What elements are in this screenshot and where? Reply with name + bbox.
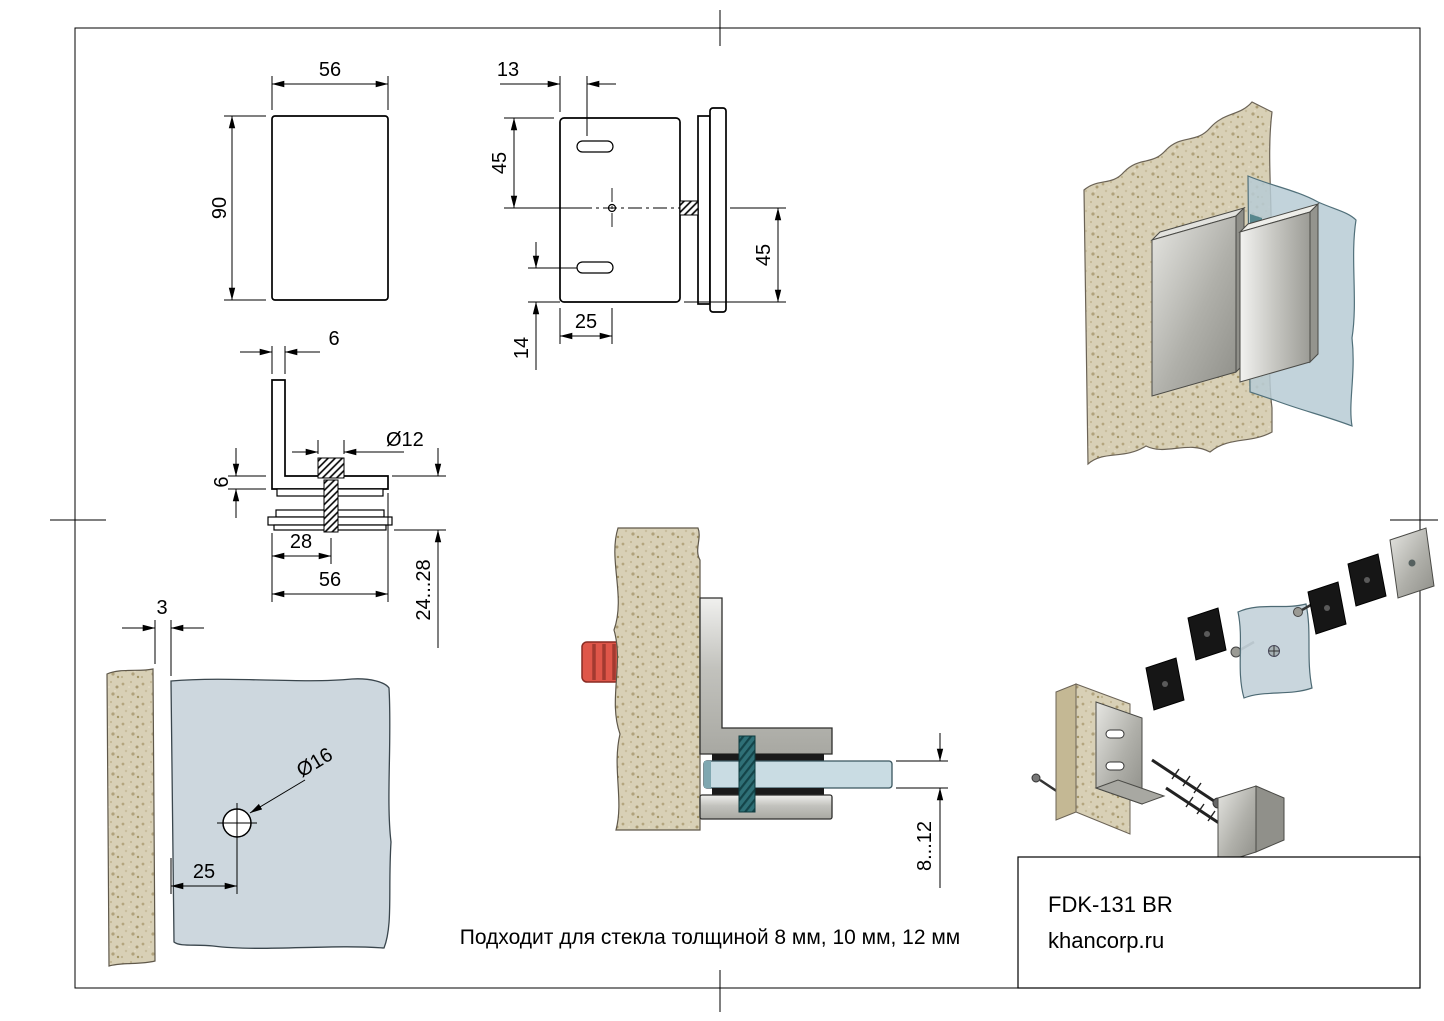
- side-view: 13 45 45 25 14: [489, 59, 786, 370]
- dim-wall-gap: 3: [122, 597, 204, 676]
- clamp-screw-section: [738, 735, 756, 813]
- assembly-section-view: 8...12: [581, 527, 948, 888]
- plate-outline: [271, 115, 389, 301]
- dim-top-to-center: 45: [489, 117, 578, 209]
- drawing-frame: [50, 10, 1438, 1012]
- dim-label-slot-offset: 13: [497, 59, 519, 81]
- l-bracket-outline: [271, 379, 389, 490]
- dim-label-hole-offset: 25: [575, 311, 597, 333]
- end-clamp-plate-hole: [1408, 559, 1416, 567]
- model-number: FDK-131 BR: [1048, 892, 1173, 917]
- gasket-pad-1-hole: [1162, 681, 1168, 687]
- dim-front-width: 56: [271, 59, 389, 110]
- glass-gap-bar: [697, 115, 711, 305]
- iso-frontplate: [1239, 211, 1311, 383]
- glass-center-screw: [1268, 645, 1280, 657]
- anchor-ribs: [592, 644, 636, 680]
- exploded-slot-top: [1105, 729, 1125, 739]
- dim-label-glass-thickness: 8...12: [914, 821, 936, 871]
- dim-label-slot-to-edge: 14: [511, 337, 533, 359]
- dim-slot-to-edge: 14: [511, 242, 577, 370]
- dim-label-screw-offset: 28: [290, 531, 312, 553]
- glass-panel: [170, 678, 392, 949]
- dim-hole-offset: 25: [559, 308, 613, 344]
- dim-label-clamp-range: 24...28: [413, 559, 435, 620]
- mounting-slot-bottom: [576, 261, 614, 274]
- dim-label-center-to-bottom: 45: [753, 244, 775, 266]
- front-plate-view: 56 90: [209, 59, 389, 301]
- dim-slot-offset: 13: [497, 59, 616, 136]
- dim-label-leg-thickness: 6: [328, 328, 339, 350]
- dim-label-front-height: 90: [209, 197, 231, 219]
- iso-backplate: [1151, 215, 1237, 397]
- exploded-wall-screw: [1031, 773, 1059, 794]
- glass-section: [703, 760, 893, 789]
- dim-glass-thickness: 8...12: [896, 733, 948, 888]
- clamp-screw-shank: [323, 479, 339, 533]
- clamp-plate-outline: [709, 107, 727, 313]
- wall-block-side: [1055, 683, 1077, 821]
- gasket-pad-3-hole: [1324, 605, 1330, 611]
- dim-label-wall-gap: 3: [156, 597, 167, 619]
- iso-view: [1083, 101, 1357, 466]
- gasket-top: [712, 754, 824, 761]
- title-block: FDK-131 BR khancorp.ru: [1017, 856, 1421, 989]
- dim-base-thickness: 6: [211, 448, 266, 518]
- glass-edge: [704, 761, 711, 788]
- exploded-view: [1031, 527, 1435, 865]
- dim-screw-offset: 28: [271, 531, 332, 564]
- exploded-bracket-arm: [1094, 779, 1166, 805]
- l-profile-view: 6 6 Ø12 28 56 24...28: [211, 328, 446, 648]
- clamp-plate-bottom: [699, 794, 833, 820]
- iso-frontplate-side: [1309, 202, 1319, 364]
- dim-label-front-width: 56: [319, 59, 341, 81]
- dim-hole-edge-offset: 25: [170, 843, 238, 894]
- dim-screw-diameter: Ø12: [292, 429, 424, 456]
- gasket-pad-2-hole: [1204, 631, 1210, 637]
- dim-label-screw-diameter: Ø12: [386, 429, 424, 451]
- glass-thickness-note: Подходит для стекла толщиной 8 мм, 10 мм…: [460, 926, 961, 949]
- mounting-slot-top: [576, 140, 614, 153]
- bracket-body: [699, 597, 833, 755]
- dim-base-width: 56: [271, 493, 389, 602]
- side-screw: [679, 200, 699, 216]
- dim-clamp-range: 24...28: [392, 448, 446, 648]
- wall-section: [613, 527, 701, 831]
- loose-angle-bracket: [1217, 785, 1285, 865]
- dim-label-hole-edge-offset: 25: [193, 861, 215, 883]
- gasket-bottom: [712, 788, 824, 795]
- dim-leg-thickness: 6: [240, 328, 340, 374]
- dim-label-top-to-center: 45: [489, 152, 511, 174]
- wall-strip: [106, 668, 156, 967]
- frame-border: [74, 27, 1421, 989]
- gasket-pad-4-hole: [1364, 577, 1370, 583]
- clamp-screw-head: [317, 457, 345, 479]
- dim-front-height: 90: [209, 115, 266, 301]
- dim-center-to-bottom: 45: [684, 207, 786, 303]
- wall-hole-view: 3 Ø16 25: [106, 597, 392, 967]
- website: khancorp.ru: [1048, 928, 1164, 953]
- dim-label-base-thickness: 6: [211, 476, 233, 487]
- exploded-slot-bottom: [1105, 761, 1125, 771]
- dim-label-base-width: 56: [319, 569, 341, 591]
- glass-hole-crosshair: [217, 803, 257, 843]
- title-block-border: [1017, 856, 1421, 989]
